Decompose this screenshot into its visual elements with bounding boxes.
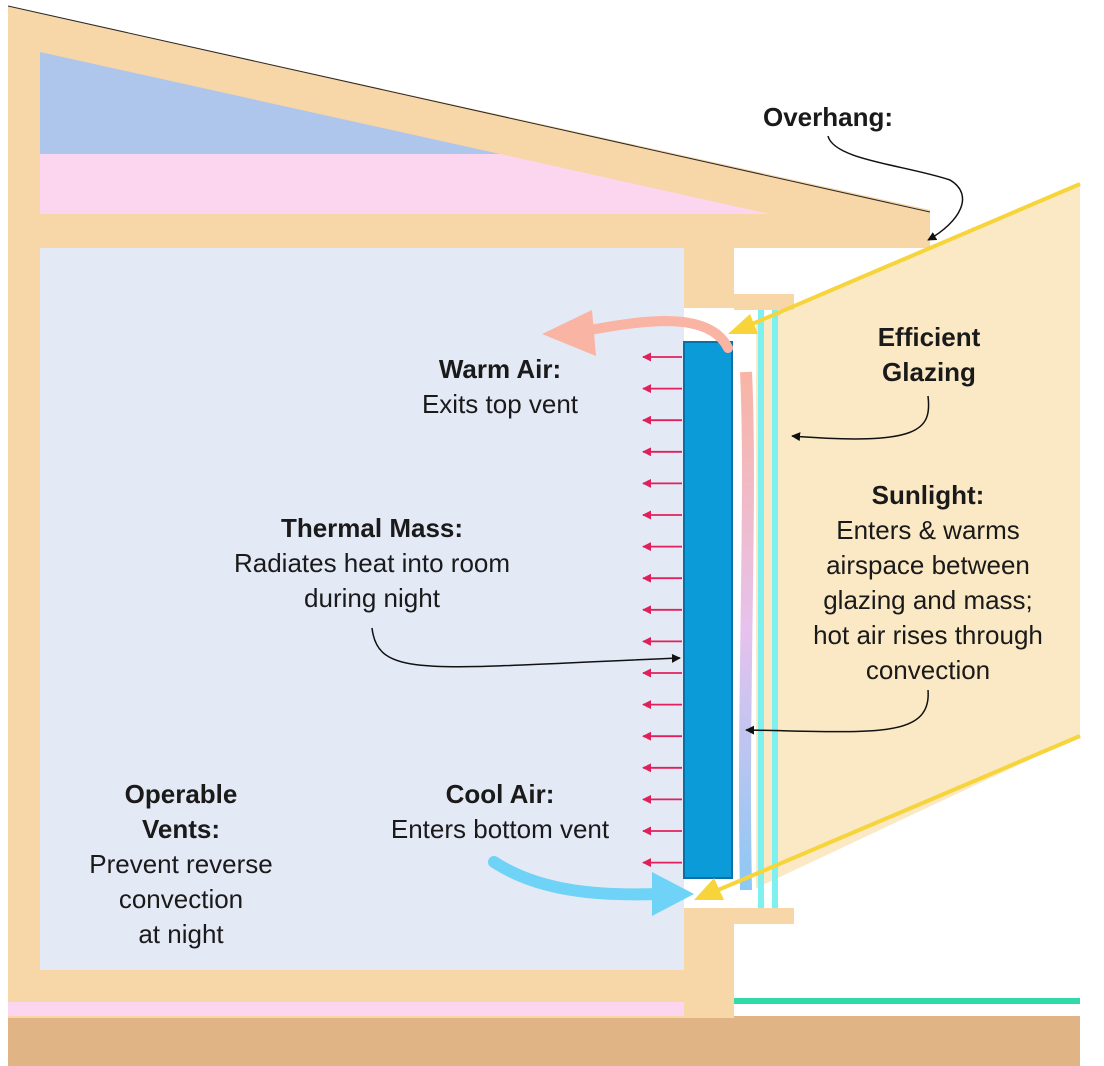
cool-air-arrowhead <box>652 872 694 916</box>
vents-desc-3: at night <box>138 919 224 949</box>
vents-title-1: Operable <box>124 779 238 809</box>
thermal-mass-leader <box>371 627 681 668</box>
glazing-pane-1 <box>758 310 764 908</box>
sun-ray-bottom-head <box>694 878 724 900</box>
vents-desc-2: convection <box>118 884 244 914</box>
sunlight-desc-1: Enters & warms <box>836 515 1020 545</box>
roof-edge <box>7 5 931 213</box>
attic-insulation <box>40 154 770 214</box>
sunlight-leader <box>745 689 929 735</box>
top-sill <box>734 294 794 310</box>
sunlight-desc-2: airspace between <box>826 550 1030 580</box>
vents-label: Operable Vents: Prevent reverse convecti… <box>56 777 306 952</box>
thermal-mass-desc-1: Radiates heat into room <box>233 548 511 578</box>
warm-air-arrowhead <box>542 310 596 356</box>
overhang-leader <box>827 135 964 241</box>
vents-title-2: Vents: <box>141 814 221 844</box>
cool-air-desc: Enters bottom vent <box>390 814 610 844</box>
thermal-mass-desc-2: during night <box>304 583 440 613</box>
sunlight-title: Sunlight: <box>871 480 985 510</box>
sunlight-desc-3: glazing and mass; <box>823 585 1033 615</box>
warm-air-label: Warm Air: Exits top vent <box>380 352 620 422</box>
cool-air-arrow <box>488 856 666 901</box>
vents-desc-1: Prevent reverse <box>89 849 273 879</box>
floor-insulation <box>8 1002 684 1016</box>
glazing-title-1: Efficient <box>877 322 981 352</box>
sunlight-desc-4: hot air rises through <box>813 620 1043 650</box>
cool-air-label: Cool Air: Enters bottom vent <box>360 777 640 847</box>
glazing-title-2: Glazing <box>882 357 976 387</box>
overhang-label: Overhang: <box>720 100 936 135</box>
glazing-pane-2 <box>772 310 778 908</box>
sunbeam-area <box>735 184 1080 898</box>
attic-sky <box>40 52 500 154</box>
warm-air-title: Warm Air: <box>438 354 562 384</box>
ground <box>8 1016 1080 1066</box>
thermal-mass-label: Thermal Mass: Radiates heat into room du… <box>192 511 552 616</box>
overhang-title: Overhang: <box>762 102 894 132</box>
room-interior <box>40 248 684 970</box>
rising-air-column <box>739 371 754 891</box>
glazing-leader <box>791 395 930 442</box>
bottom-sill <box>734 908 794 924</box>
warm-air-desc: Exits top vent <box>421 389 579 419</box>
radiant-heat-arrows <box>642 352 682 868</box>
thermal-mass-block <box>683 341 733 879</box>
grass-line <box>734 998 1080 1004</box>
sun-ray-top <box>737 182 1081 332</box>
sun-ray-top-head <box>728 314 758 334</box>
thermal-mass-title: Thermal Mass: <box>280 513 464 543</box>
sunlight-desc-5: convection <box>865 655 991 685</box>
sun-ray-bottom <box>703 734 1081 898</box>
warm-air-arrow <box>575 316 733 353</box>
sunlight-label: Sunlight: Enters & warms airspace betwee… <box>780 478 1076 688</box>
cool-air-title: Cool Air: <box>445 779 555 809</box>
glazing-label: Efficient Glazing <box>829 320 1029 390</box>
